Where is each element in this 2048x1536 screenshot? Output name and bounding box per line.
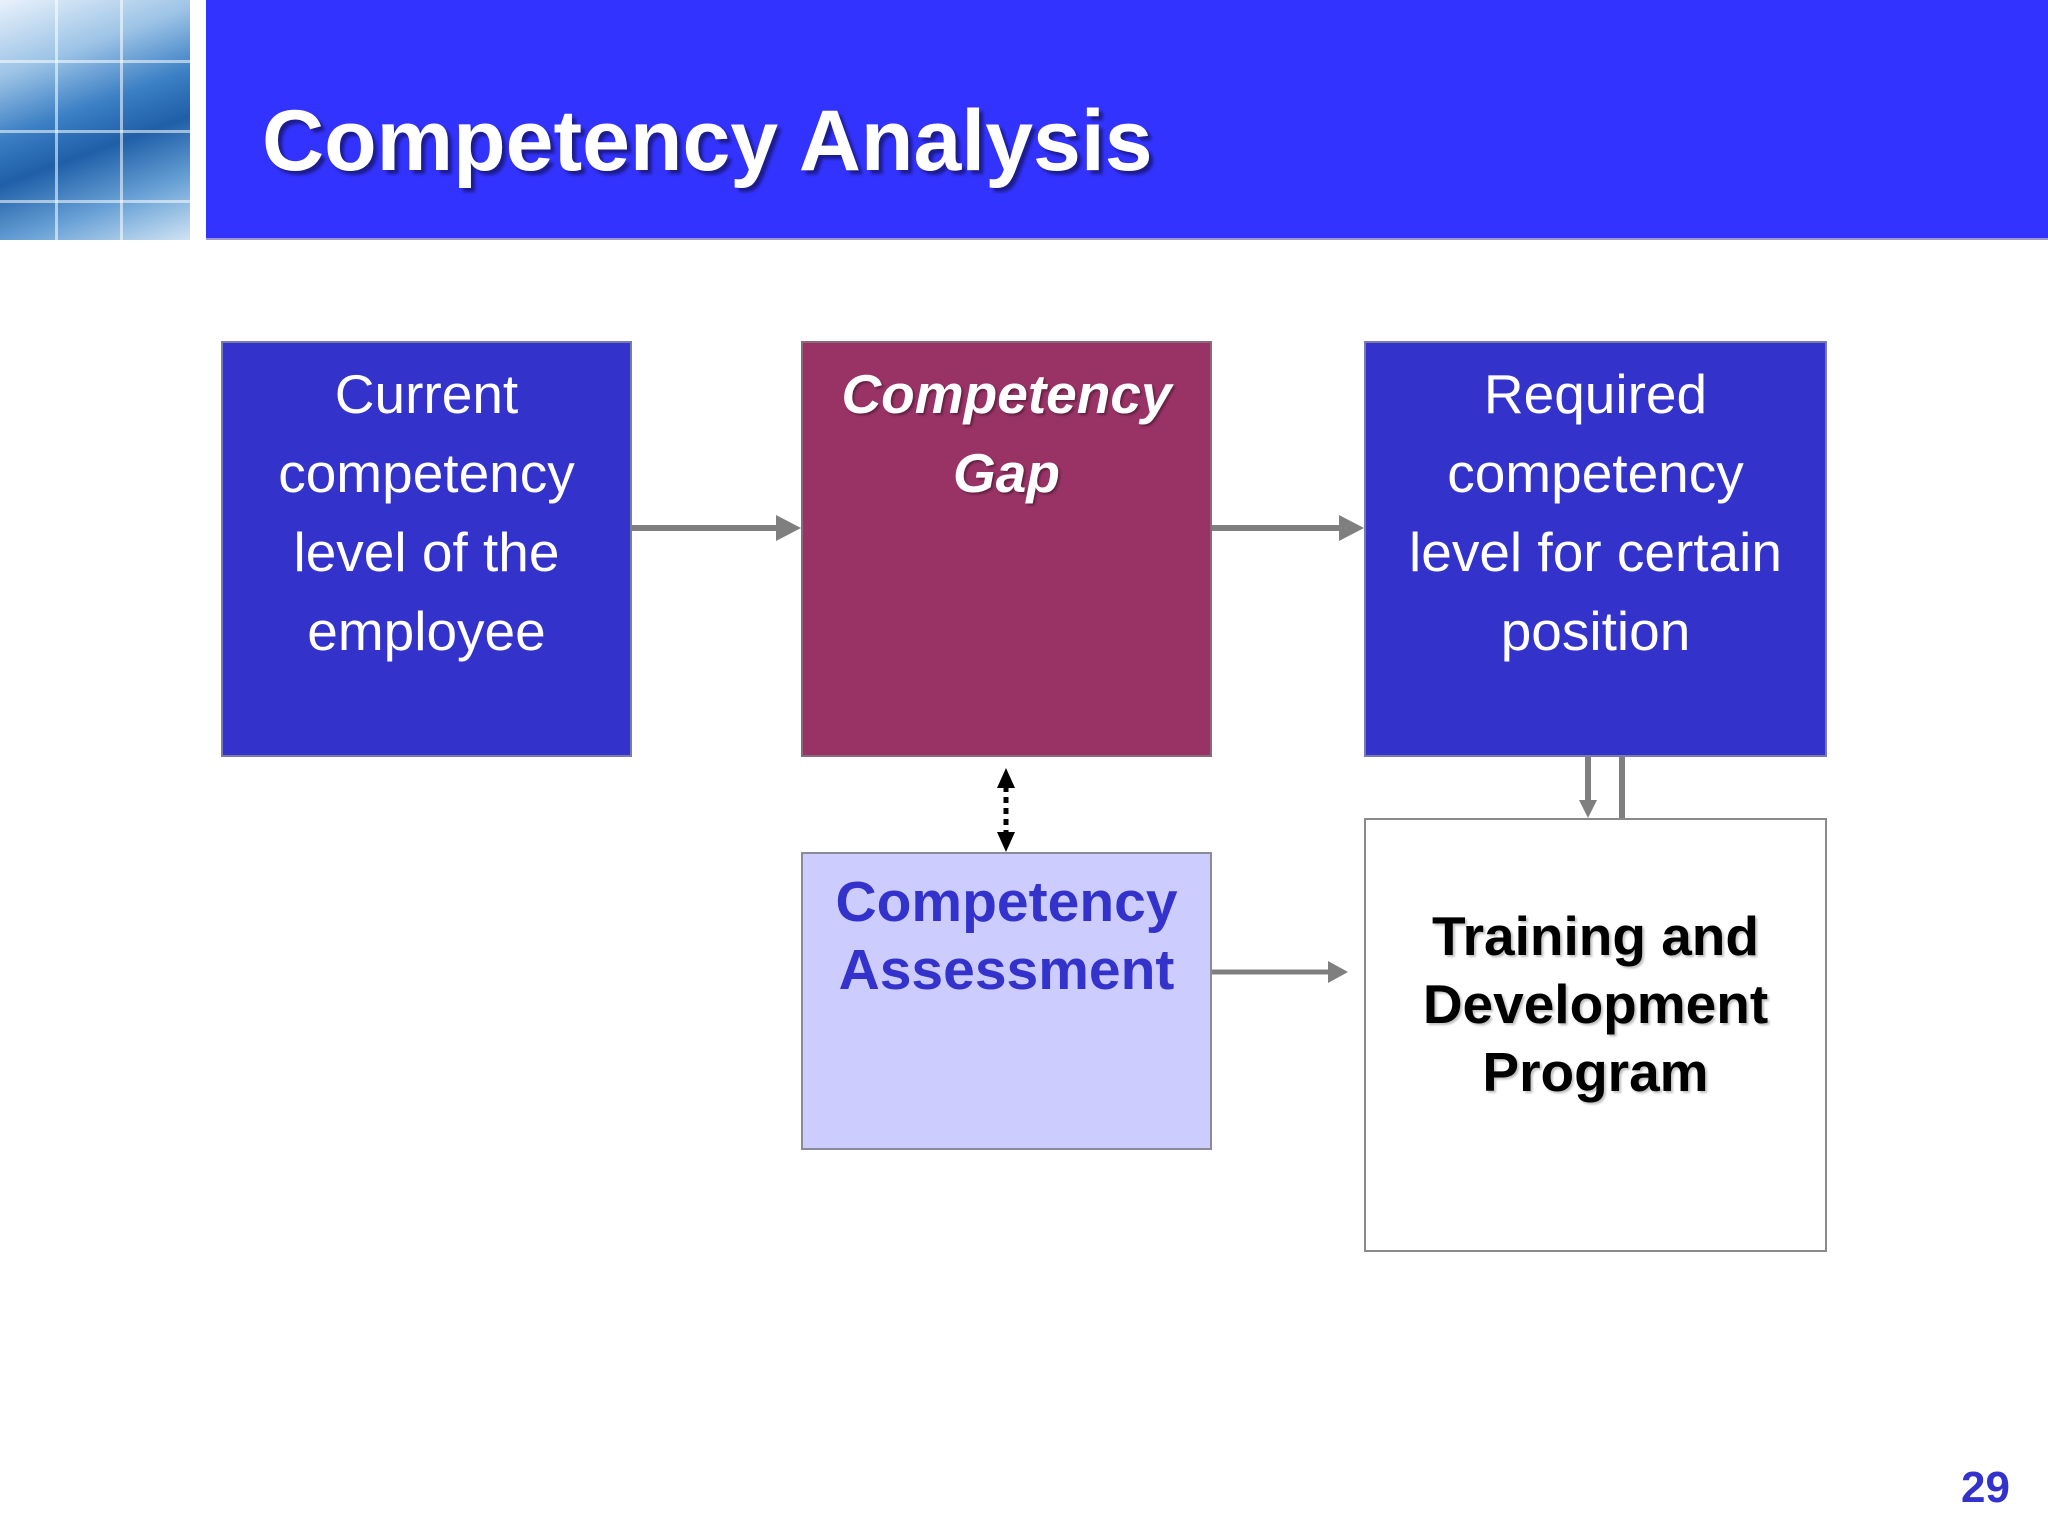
required-competency-line-2: competency bbox=[1447, 442, 1744, 504]
required-competency-line-4: position bbox=[1500, 600, 1691, 662]
arrow-current-to-gap bbox=[632, 515, 801, 541]
competency-assessment-line-1: Competency bbox=[835, 870, 1178, 934]
required-competency-line-1: Required bbox=[1483, 363, 1708, 425]
arrow-required-to-training bbox=[1579, 757, 1625, 818]
page-number: 29 bbox=[1961, 1463, 2010, 1512]
arrow-assessment-to-training bbox=[1212, 961, 1348, 983]
current-competency-line-2: competency bbox=[278, 442, 575, 504]
current-competency-line-4: employee bbox=[307, 600, 546, 662]
training-development-line-1: Training and bbox=[1432, 905, 1759, 967]
competency-assessment-line-2: Assessment bbox=[838, 938, 1175, 1002]
current-competency-box: Current competency level of the employee bbox=[221, 341, 632, 757]
training-development-line-2: Development bbox=[1422, 973, 1769, 1035]
training-development-line-3: Program bbox=[1482, 1041, 1709, 1103]
title-bar bbox=[206, 0, 2048, 240]
competency-assessment-box: Competency Assessment bbox=[801, 852, 1212, 1150]
slide-title: Competency Analysis bbox=[262, 93, 1153, 189]
competency-gap-line-1: Competency bbox=[841, 363, 1172, 425]
arrow-gap-assessment-bidirectional bbox=[997, 768, 1015, 852]
competency-gap-line-2: Gap bbox=[953, 442, 1060, 504]
current-competency-line-1: Current bbox=[334, 363, 519, 425]
required-competency-box: Required competency level for certain po… bbox=[1364, 341, 1827, 757]
training-development-box: Training and Development Program bbox=[1364, 818, 1827, 1252]
current-competency-line-3: level of the bbox=[293, 521, 560, 583]
required-competency-line-3: level for certain bbox=[1409, 521, 1782, 583]
competency-gap-box: Competency Gap bbox=[801, 341, 1212, 757]
arrow-gap-to-required bbox=[1212, 515, 1364, 541]
header-decorative-image bbox=[0, 0, 190, 240]
